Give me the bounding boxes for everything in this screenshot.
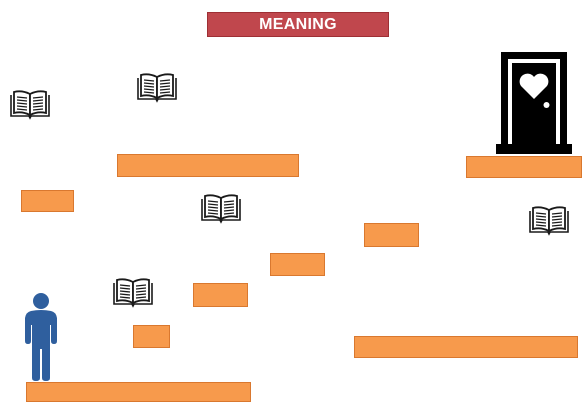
platform-upper-long (117, 154, 299, 177)
open-book-graphic (137, 73, 177, 103)
open-book-graphic (113, 278, 153, 308)
platform-ground (26, 382, 251, 402)
open-book-icon[interactable] (528, 204, 570, 236)
platform-step (364, 223, 419, 247)
person-icon (25, 293, 57, 381)
platform-left-ledge (21, 190, 74, 212)
door-graphic (496, 52, 572, 154)
open-book-graphic (201, 194, 241, 224)
open-book-graphic (10, 90, 50, 120)
open-book-icon[interactable] (200, 192, 242, 224)
game-title: MEANING (259, 15, 337, 33)
title-banner: MEANING (207, 12, 389, 37)
platform-lower-right (354, 336, 578, 358)
open-book-icon[interactable] (9, 88, 51, 120)
open-book-icon[interactable] (136, 71, 178, 103)
platform-step (193, 283, 248, 307)
heart-icon (519, 73, 549, 99)
platform-step (270, 253, 325, 276)
open-book-icon[interactable] (112, 276, 154, 308)
platform-goal (466, 156, 582, 178)
open-book-graphic (529, 206, 569, 236)
door-with-heart-icon[interactable] (494, 50, 574, 156)
player-character[interactable] (22, 293, 60, 381)
door-knob (543, 102, 550, 108)
platform-small-step (133, 325, 170, 348)
